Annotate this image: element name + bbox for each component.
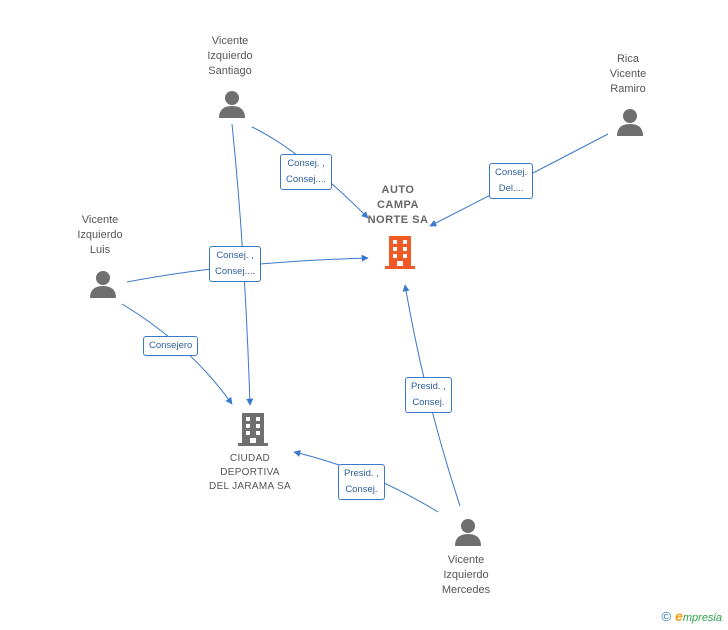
label-line: Izquierdo xyxy=(77,229,123,241)
label-line: Vicente xyxy=(211,35,249,47)
person-icon[interactable] xyxy=(617,109,643,136)
label-line: Santiago xyxy=(208,65,252,77)
node-label-auto-campa-norte-sa[interactable]: AUTO CAMPA NORTE SA xyxy=(343,183,453,228)
brand-name: mpresia xyxy=(682,612,722,624)
node-label-vicente-izquierdo-santiago[interactable]: Vicente Izquierdo Santiago xyxy=(175,34,285,79)
label-line: Vicente xyxy=(81,214,119,226)
label-line: Vicente xyxy=(447,554,485,566)
person-icon[interactable] xyxy=(219,91,245,118)
edge-label-line: Consej.... xyxy=(215,266,256,277)
edge-label-rica-auto-campa[interactable]: Consej. Del.... xyxy=(489,163,534,199)
label-line: Rica xyxy=(616,53,639,65)
label-line: Izquierdo xyxy=(443,569,489,581)
edge-label-mercedes-ciudad-deportiva[interactable]: Presid. , Consej. xyxy=(338,464,385,500)
edge-label-line: Presid. , xyxy=(344,468,379,479)
building-icon-auto-campa[interactable] xyxy=(385,236,415,269)
label-line: AUTO xyxy=(381,184,415,196)
label-line: Ramiro xyxy=(610,83,646,95)
brand-footer: © empresia xyxy=(661,608,722,624)
edge-label-mercedes-auto-campa[interactable]: Presid. , Consej. xyxy=(405,377,452,413)
node-label-vicente-izquierdo-mercedes[interactable]: Vicente Izquierdo Mercedes xyxy=(411,553,521,598)
edge-label-santiago-auto-campa[interactable]: Consej. , Consej.... xyxy=(280,154,333,190)
edge-label-line: Consej.... xyxy=(286,174,327,185)
edge-label-luis-ciudad-deportiva[interactable]: Consejero xyxy=(143,336,199,356)
label-line: CAMPA xyxy=(376,199,419,211)
label-line: Izquierdo xyxy=(207,50,253,62)
edge-label-line: Del.... xyxy=(498,183,524,194)
label-line: Luis xyxy=(89,244,111,256)
label-line: Mercedes xyxy=(441,584,491,596)
node-label-vicente-izquierdo-luis[interactable]: Vicente Izquierdo Luis xyxy=(45,213,155,258)
edge-label-line: Consej. xyxy=(345,484,378,495)
edge-label-line: Consejero xyxy=(149,340,193,351)
person-icon[interactable] xyxy=(455,519,481,546)
edge-label-luis-auto-campa[interactable]: Consej. , Consej.... xyxy=(209,246,262,282)
building-icon-ciudad-deportiva[interactable] xyxy=(238,413,268,446)
label-line: CIUDAD xyxy=(229,453,271,464)
label-line: DEL JARAMA SA xyxy=(209,481,291,492)
brand-initial: e xyxy=(675,608,683,624)
brand-logo: empresia xyxy=(675,608,722,624)
label-line: NORTE SA xyxy=(367,214,429,226)
edge-label-line: Consej. xyxy=(495,167,528,178)
edge-label-line: Consej. , xyxy=(287,158,325,169)
copyright-icon: © xyxy=(661,608,672,624)
edge-label-line: Consej. xyxy=(412,397,445,408)
edge-label-line: Consej. , xyxy=(216,250,254,261)
node-label-ciudad-deportiva-del-jarama-sa[interactable]: CIUDAD DEPORTIVA DEL JARAMA SA xyxy=(195,452,305,494)
label-line: Vicente xyxy=(609,68,647,80)
person-icon[interactable] xyxy=(90,271,116,298)
edge-label-line: Presid. , xyxy=(411,381,446,392)
node-label-rica-vicente-ramiro[interactable]: Rica Vicente Ramiro xyxy=(573,52,683,97)
label-line: DEPORTIVA xyxy=(220,467,280,478)
